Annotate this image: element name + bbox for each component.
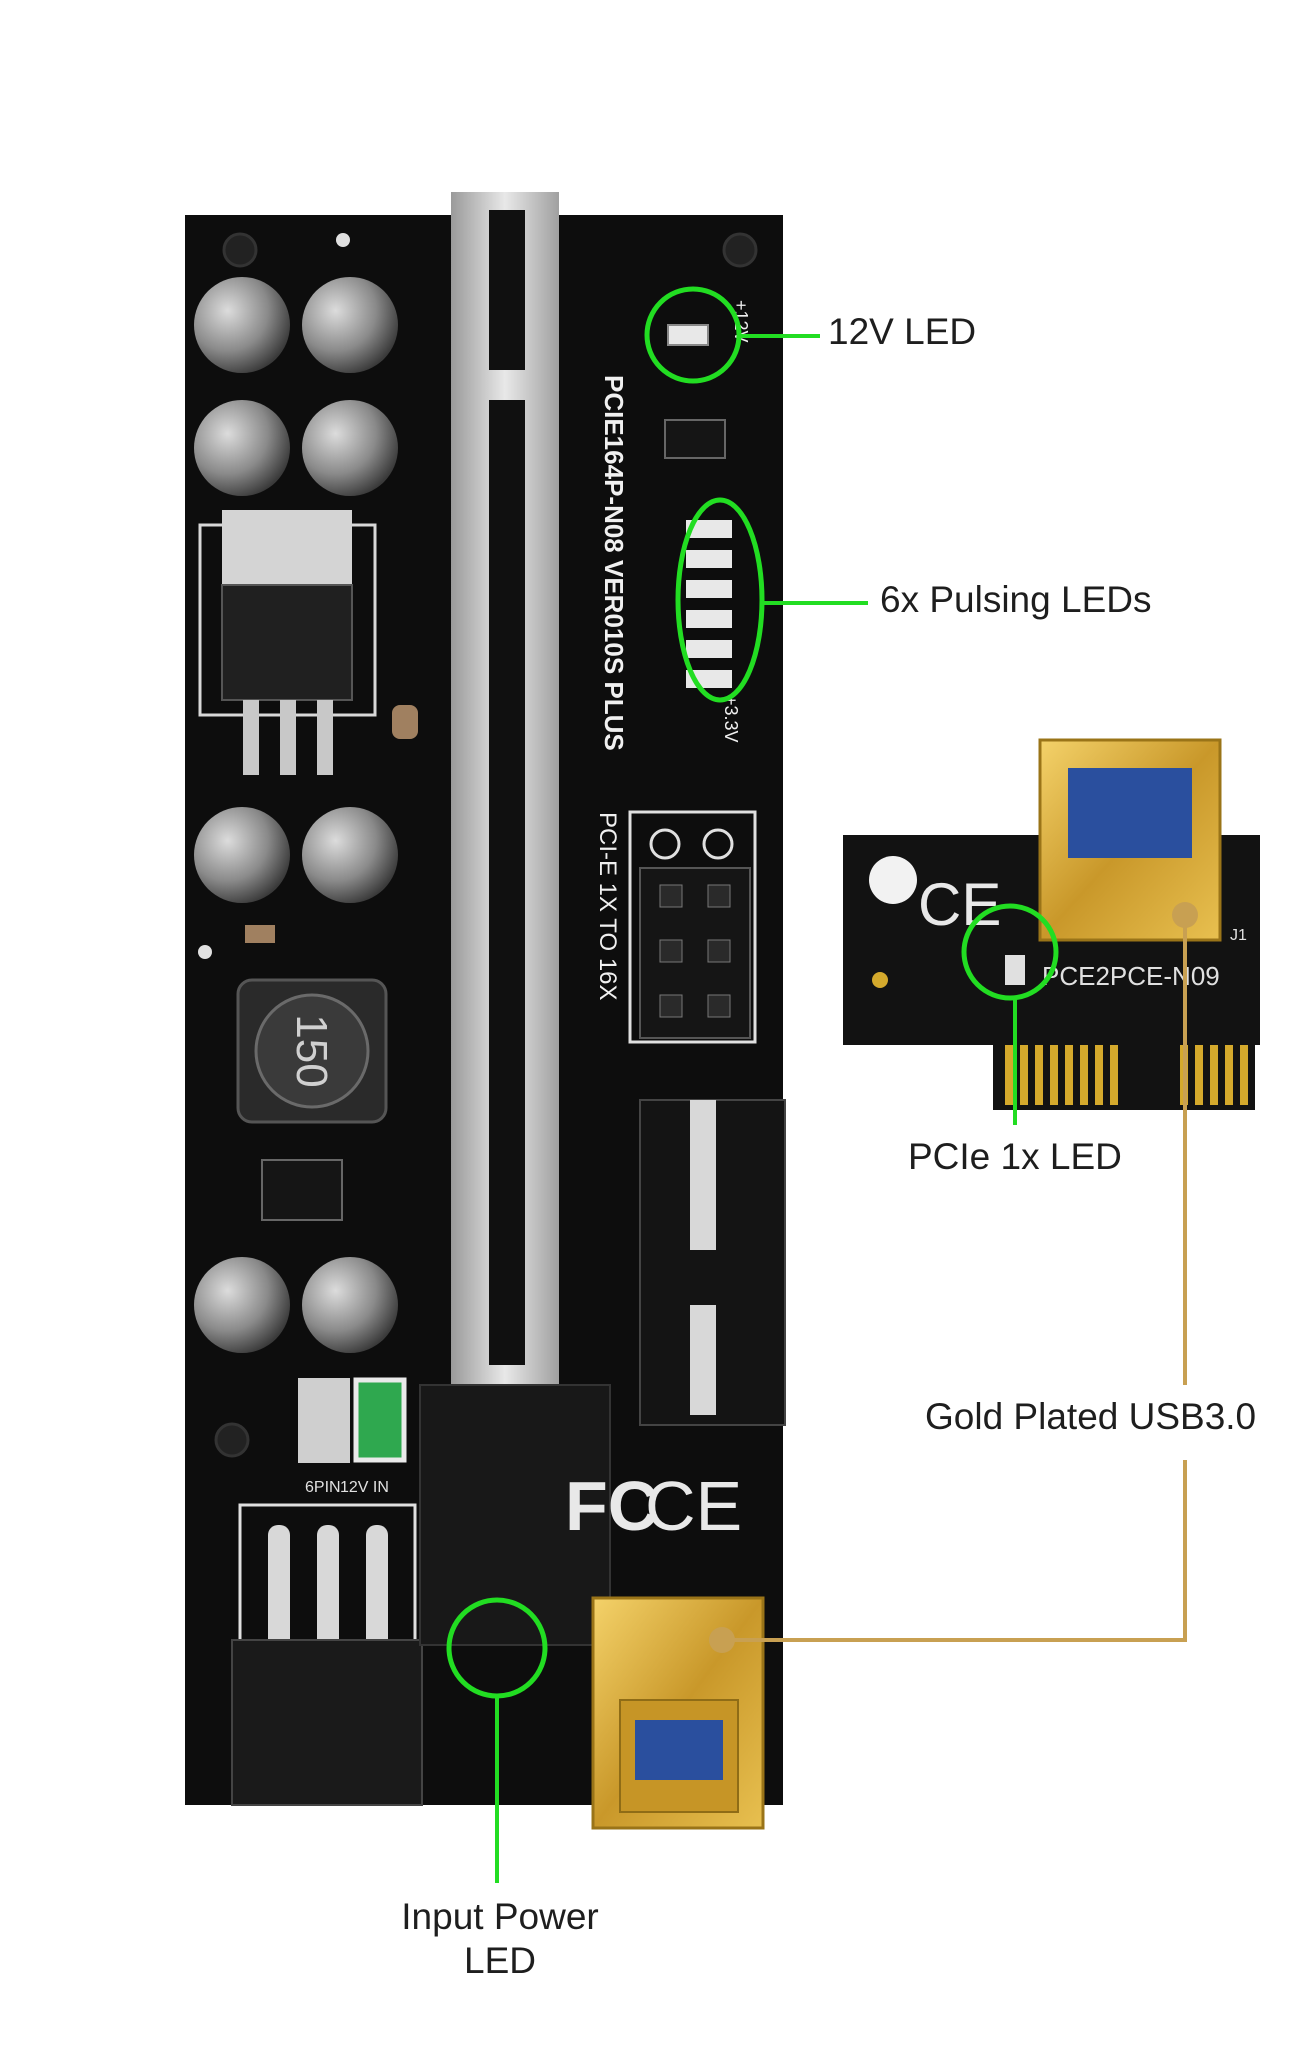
capacitor xyxy=(302,400,398,496)
capacitor xyxy=(302,1257,398,1353)
capacitor xyxy=(302,807,398,903)
gold-finger xyxy=(1110,1045,1118,1105)
gold-finger xyxy=(1005,1045,1013,1105)
callout-input-power-line2: LED xyxy=(464,1940,536,1982)
pulsing-led xyxy=(686,550,732,568)
slot-opening xyxy=(489,400,525,1365)
capacitor xyxy=(194,277,290,373)
callout-gold-usb: Gold Plated USB3.0 xyxy=(925,1396,1257,1437)
mounting-hole xyxy=(214,1422,250,1458)
pcie-power-header xyxy=(639,867,751,1039)
highlight-pulsing-leds xyxy=(675,497,765,703)
regulator-body xyxy=(221,584,353,701)
adapter-divider xyxy=(1010,940,1016,948)
header-hole xyxy=(702,828,734,860)
regulator-tab xyxy=(222,510,352,590)
inductor-label: 150 xyxy=(287,1014,336,1087)
pulsing-led xyxy=(686,640,732,658)
capacitors xyxy=(194,277,398,1353)
capacitor xyxy=(302,277,398,373)
plus-3v3-label: +3.3V xyxy=(721,695,741,743)
connector-contact xyxy=(690,1100,716,1250)
header-pin xyxy=(707,884,731,908)
gold-finger xyxy=(1080,1045,1088,1105)
callout-pcie-1x-led: PCIe 1x LED xyxy=(908,1136,1122,1177)
inductor-core xyxy=(254,993,370,1109)
power-pin xyxy=(366,1525,388,1650)
callout-input-power-led: Input Power LED xyxy=(375,1895,625,1984)
mounting-hole xyxy=(222,232,258,268)
header-pin xyxy=(659,939,683,963)
adapter-pad xyxy=(872,972,888,988)
gold-finger xyxy=(1225,1045,1233,1105)
capacitor xyxy=(194,400,290,496)
adapter-j1-label: J1 xyxy=(1230,927,1247,944)
callout-12v-led: 12V LED xyxy=(828,311,977,352)
gold-leader-riser xyxy=(722,1460,1187,1642)
mounting-hole xyxy=(722,232,758,268)
diode xyxy=(298,1378,350,1463)
ic-chip xyxy=(261,1159,343,1221)
gold-finger xyxy=(1035,1045,1043,1105)
pulsing-led xyxy=(686,610,732,628)
ce-mark: CE xyxy=(645,1467,742,1545)
header-pin xyxy=(659,884,683,908)
pulsing-led xyxy=(686,520,732,538)
smd-part xyxy=(245,925,275,943)
regulator-pin xyxy=(280,700,296,775)
header-pin xyxy=(659,994,683,1018)
gold-finger xyxy=(1020,1045,1028,1105)
power-connector-housing xyxy=(231,1639,423,1806)
twelve-v-in-label: 12V IN xyxy=(340,1479,389,1496)
mounting-hole xyxy=(198,945,212,959)
usb3-tongue xyxy=(635,1720,723,1780)
pcie-power-header-outline xyxy=(628,810,757,1044)
regulator-pin xyxy=(243,700,259,775)
slot-opening xyxy=(489,210,525,370)
gold-finger xyxy=(1050,1045,1058,1105)
connector-contact xyxy=(690,1305,716,1415)
gold-finger xyxy=(1065,1045,1073,1105)
regulator-pin xyxy=(317,700,333,775)
pulsing-led xyxy=(686,580,732,598)
header-hole xyxy=(649,828,681,860)
header-pin xyxy=(707,939,731,963)
highlight-pcie-1x-led xyxy=(961,903,1059,1001)
adapter-ratio-label: PCI-E 1X TO 16X xyxy=(594,812,621,1001)
led-12v-part xyxy=(667,324,709,346)
smd-part xyxy=(392,705,418,739)
board-model-label: PCIE164P-N08 VER010S PLUS xyxy=(599,375,629,751)
callout-pulsing-leds: 6x Pulsing LEDs xyxy=(880,579,1152,620)
gold-finger xyxy=(1210,1045,1218,1105)
adapter-ce-mark: CE xyxy=(918,871,1001,938)
ic-chip xyxy=(664,419,726,459)
adapter-model-label: PCE2PCE-N09 xyxy=(1042,961,1220,991)
header-pin xyxy=(707,994,731,1018)
riser-board: 150 6PIN 12V IN PCIE164P-N08 VER010S PLU… xyxy=(185,192,786,1830)
pcie-adapter-card: CE PCE2PCE-N09 J1 xyxy=(843,738,1260,1110)
gold-finger xyxy=(1095,1045,1103,1105)
callout-input-power-line1: Input Power xyxy=(401,1896,599,1937)
highlight-markers xyxy=(446,286,1059,1699)
fcc-mark: FC xyxy=(565,1467,658,1545)
capacitor xyxy=(194,807,290,903)
capacitor xyxy=(194,1257,290,1353)
power-pin xyxy=(268,1525,290,1650)
gold-finger xyxy=(1195,1045,1203,1105)
adapter-usb-tongue xyxy=(1068,768,1192,858)
six-pin-label: 6PIN xyxy=(305,1479,341,1496)
plus-12v-label: +12V xyxy=(731,300,751,343)
adapter-mounting-hole xyxy=(869,856,917,904)
mounting-hole xyxy=(336,233,350,247)
adapter-led-part xyxy=(1005,955,1025,985)
gold-finger xyxy=(1240,1045,1248,1105)
power-pin xyxy=(317,1525,339,1650)
leader-lines xyxy=(495,334,1198,1883)
fuse xyxy=(353,1377,407,1463)
